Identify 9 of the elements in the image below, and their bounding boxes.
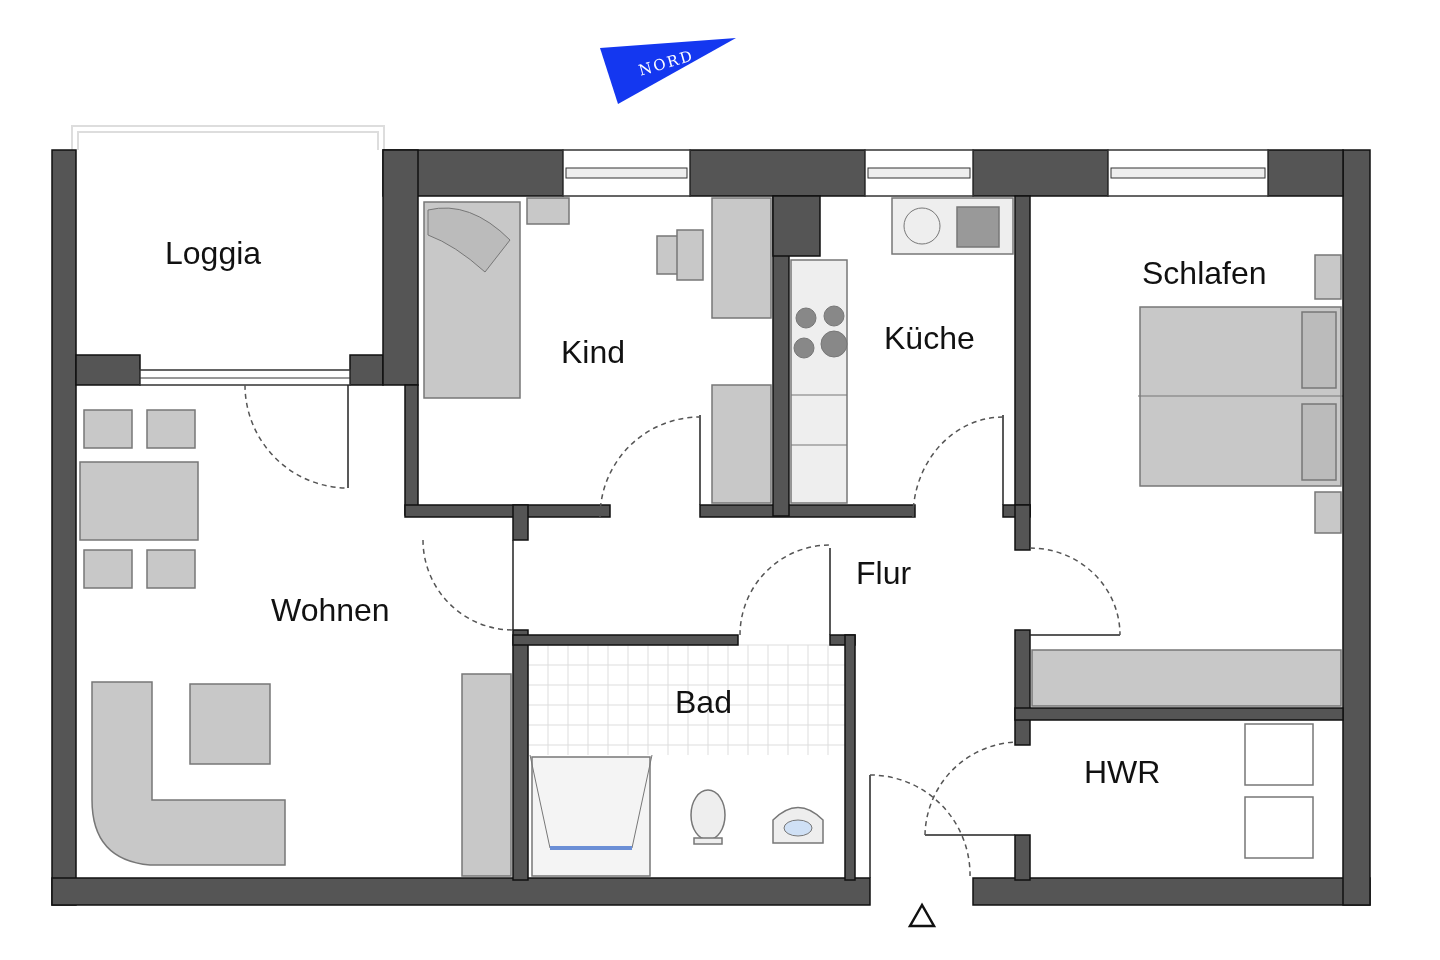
room-label: Küche xyxy=(884,321,975,357)
room-label: Bad xyxy=(675,685,732,721)
room-label: Loggia xyxy=(165,236,262,272)
room-label: Kind xyxy=(561,335,626,371)
room-label: Flur xyxy=(856,556,912,592)
room-label: HWR xyxy=(1084,755,1161,791)
room-label: Wohnen xyxy=(271,593,390,629)
north-label: NORD xyxy=(636,46,697,80)
room-label: Schlafen xyxy=(1142,256,1267,292)
